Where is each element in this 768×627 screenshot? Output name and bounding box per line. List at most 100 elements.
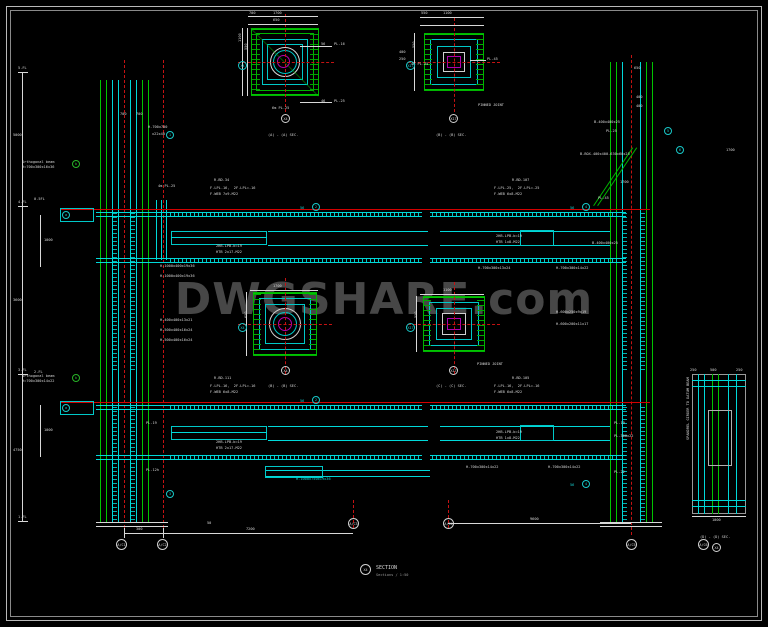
dim-dd-250a: 250: [690, 368, 697, 372]
grid-bubble-ac5: A/C5: [626, 539, 637, 550]
dim-h-7200: 7200: [246, 527, 255, 531]
section-title-top-right: (B) - (B) SEC.: [436, 133, 467, 137]
beam-line1-rbd107: F.LPL-25, 2F.LPL=-25: [494, 186, 540, 190]
dim-1000-upper: 1000: [44, 238, 53, 242]
tag-bubble-left-base: 3: [166, 490, 174, 498]
grid-bubble-ac2: A/C2: [157, 539, 168, 550]
tag-ortho-upper: b: [72, 160, 80, 168]
label-right-650: 650: [634, 66, 641, 70]
tag-56-upper-right: 56: [570, 206, 575, 210]
rebar-line2-ur: HTB 1x8-M22: [496, 240, 520, 244]
beam-line1-rbd105: F.LPL-16, 2F.LPL=-16: [494, 384, 540, 388]
section-title-mid-left: (B) - (B) SEC.: [268, 384, 299, 388]
level-label-4fl: 4.FL: [18, 200, 27, 204]
note-orthogonal-beam-upper: Orthogonal beam: [22, 160, 55, 164]
label-pl25-right: PL-25: [606, 129, 617, 133]
beam-tag-rbd105: R.BD-105: [512, 376, 530, 380]
section-title-mid-right: (C) - (C) SEC.: [436, 384, 467, 388]
dim-top-left-700: 700: [249, 11, 256, 15]
level-note-05fl: 0.5FL: [34, 197, 45, 201]
tag-bubble-right-top2: 6: [676, 146, 684, 154]
dim-top-right-1100: 1100: [443, 11, 452, 15]
dim-top-left-1700: 1700: [273, 11, 282, 15]
leader-top-right-400: 400: [399, 50, 406, 54]
tag-bubble-right-top: 5: [664, 127, 672, 135]
dim-dd-500: 500: [710, 368, 717, 372]
note-pinned-joint-mid: PINNED JOINT: [477, 362, 503, 366]
tag-bubble-lower-left: 2: [312, 396, 320, 404]
label-h400x400: H-400x400x13x21: [160, 318, 193, 322]
rebar-line2-ll: HTB 2x17-M22: [216, 446, 242, 450]
rebar-line1-lr: 2HB-LPB-b=19: [496, 430, 522, 434]
dim-dd-250b: 250: [736, 368, 743, 372]
label-right-1700: 1700: [620, 180, 629, 184]
grid-bubble-x4-midleft: X4: [238, 323, 247, 332]
leader-pl45-topright: PL-45: [487, 57, 498, 61]
label-h700x300-r1: H-700x300x13x24: [478, 266, 511, 270]
section-tag-top-left: X4: [281, 114, 290, 123]
label-h1000x400: H-1000x400x19x36: [160, 264, 195, 268]
level-label-5fl: 5.FL: [18, 66, 27, 70]
label-h500x400: H-500x400x16x24: [160, 328, 193, 332]
grid-bubble-ac3: A/C3: [348, 518, 359, 529]
label-b400x400x25-b: B-400x400x25: [592, 241, 618, 245]
tag-56-lower-left: 56: [300, 399, 305, 403]
label-700b: 700: [136, 112, 143, 116]
label-right-1700b: 1700: [726, 148, 735, 152]
tag-left-upper-a: a: [62, 211, 70, 219]
note-orthogonal-beam-lower: Orthogonal beam: [22, 374, 55, 378]
tag-56-upper-left: 56: [300, 206, 305, 210]
leader-46: 46: [321, 99, 326, 103]
tag-bubble-lower-right: 4: [582, 480, 590, 488]
label-right-400: 400: [636, 95, 643, 99]
note-orthogonal-beam-upper-size: H=700x300x16x36: [22, 165, 55, 169]
section-tag-mid-left: X4: [281, 366, 290, 375]
label-h500x400-b: H-500x400x16x24: [160, 338, 193, 342]
drawing-border-outer: [6, 6, 762, 621]
dim-h-9600: 9600: [530, 517, 539, 521]
level-note-2fl: 2.FL: [34, 370, 43, 374]
section-title-dd: (D) - (D) SEC.: [700, 535, 731, 539]
beam-line2-rbd111: F.WEB 6x8-M22: [210, 390, 239, 394]
label-pl12h-left: PL-12h: [146, 468, 159, 472]
note-orthogonal-beam-lower-size: H=700x300x14x22: [22, 379, 55, 383]
main-title: SECTION: [376, 565, 398, 571]
dim-top-left-650: 650: [273, 18, 280, 22]
dim-mid-right-1100: 1100: [443, 288, 452, 292]
grid-bubble-x17-topright: X17: [406, 61, 415, 70]
level-label-3fl: 3.FL: [18, 368, 27, 372]
leader-top-right-250: 250: [399, 57, 406, 61]
rebar-line1-ul: 2HB-LPB-b=19: [216, 244, 242, 248]
leader-56: 56: [321, 42, 326, 46]
dim-h-300: 300: [136, 527, 143, 531]
label-h700x700x22: H-700x700: [148, 125, 168, 129]
beam-line2-rbd34: F.WEB 7x9-M22: [210, 192, 239, 196]
grid-bubble-ac6: A/C6: [698, 539, 709, 550]
beam-line2-rbd105: F.WEB 6x8-M22: [494, 390, 523, 394]
dim-vertical-5000: 5000: [13, 133, 22, 137]
label-b400x400x25: B-400x400x25: [594, 120, 620, 124]
tag-bubble-left-col: 1: [166, 131, 174, 139]
dim-1000-lower: 1000: [44, 428, 53, 432]
label-b-combo: B-BOX-400x400-630x60x25: [580, 152, 630, 156]
section-title-top-left: (A) - (A) SEC.: [268, 133, 299, 137]
section-tag-dd: X4: [712, 543, 721, 552]
label-h600x200: H-600x200x11x17: [556, 322, 589, 326]
leader-pl25: PL-25: [334, 99, 345, 103]
label-pl22-right: PL-22: [614, 470, 625, 474]
beam-line1-rbd34: F.LPL-16, 2F.LPL=-16: [210, 186, 256, 190]
dim-dd-1000: 1000: [712, 518, 721, 522]
dim-top-right-550: 550: [421, 11, 428, 15]
tag-bubble-upper-right: 4: [582, 203, 590, 211]
dim-h-50: 50: [207, 521, 212, 525]
section-tag-top-right: X17: [449, 114, 458, 123]
beam-tag-rbd111: R.BD-111: [214, 376, 232, 380]
label-pl19-right: PL-19: [614, 421, 625, 425]
note-spandrel-girder: SPANDREL GIRDER TO DATUM BEAM: [686, 377, 690, 440]
dim-vertical-4750: 4750: [13, 448, 22, 452]
dim-vertical-3600: 3600: [13, 298, 22, 302]
beam-tag-rbd107: R.BD-107: [512, 178, 530, 182]
tag-56-lower-right: 56: [570, 483, 575, 487]
beam-line1-rbd111: F.LPL-16, 2F.LPL=-16: [210, 384, 256, 388]
